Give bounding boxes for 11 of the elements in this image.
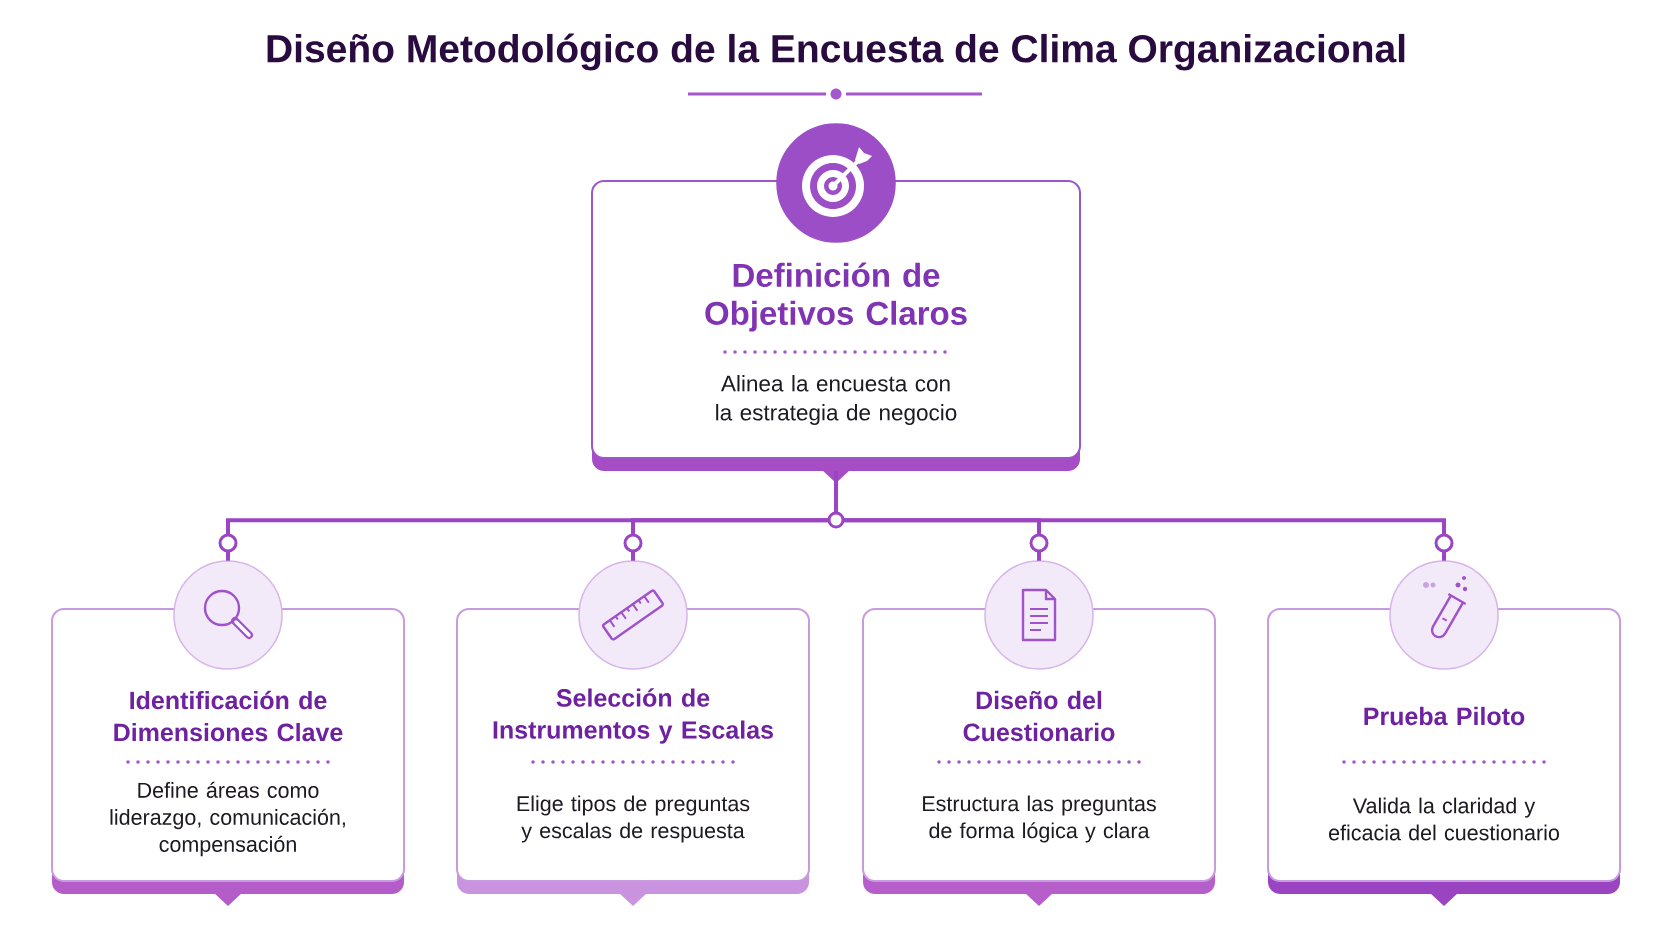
card-text: Estructura las preguntas de forma lógica y clara	[923, 795, 1156, 843]
card-text: Define áreas como liderazgo, comunicación, compensación	[110, 781, 345, 857]
card-title: Prueba Piloto	[1364, 706, 1525, 726]
card-title: Diseño del Cuestionario	[963, 690, 1115, 742]
card-text: Valida la claridad y eficacia del cuestionario	[1329, 797, 1559, 841]
card-text: Alinea la encuesta con la estrategia de negocio	[716, 375, 957, 425]
card-title: Definición de Objetivos Claros	[705, 262, 967, 332]
card-text: Elige tipos de preguntas y escalas de respuesta	[517, 795, 750, 843]
card-title: Identificación de Dimensiones Clave	[114, 690, 343, 742]
card-title: Selección de Instrumentos y Escalas	[493, 688, 773, 744]
title: Diseño Metodológico de la Encuesta de Clima Organizacional	[267, 33, 1405, 71]
